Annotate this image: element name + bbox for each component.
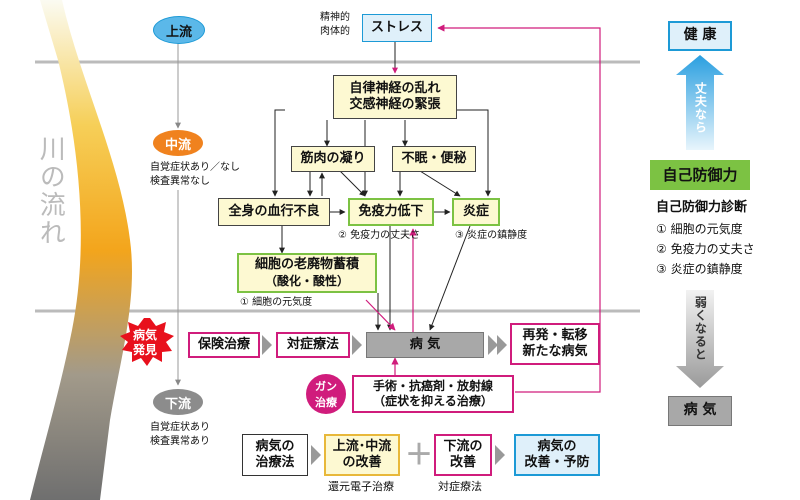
diagnosis-title: 自己防御力診断 xyxy=(656,200,748,215)
illness-box: 病 気 xyxy=(668,396,732,426)
downstream-line-2: 改善 xyxy=(449,455,476,470)
method-line-2: 治療法 xyxy=(255,455,295,470)
surgery-line-1: 手術・抗癌剤・放射線 xyxy=(372,379,493,393)
autonomic-line-2: 交感神経の緊張 xyxy=(349,97,441,112)
weak-label: 弱くなると xyxy=(693,296,708,361)
lower-stream-label: 下流 xyxy=(153,389,203,415)
disease-box: 病 気 xyxy=(366,332,484,358)
upstream-line-1: 上流･中流 xyxy=(332,438,392,454)
note-cell: ① 細胞の元気度 xyxy=(240,297,313,308)
cancer-line-1: ガン xyxy=(315,380,337,393)
autonomic-box: 自律神経の乱れ 交感神経の緊張 xyxy=(333,75,457,119)
waste-box: 細胞の老廃物蓄積 （酸化・酸性） xyxy=(237,253,377,293)
upstream-box: 上流･中流 の改善 xyxy=(324,434,400,476)
waste-line-1: 細胞の老廃物蓄積 xyxy=(254,257,359,273)
stress-prefix-1: 精神的 xyxy=(320,12,350,23)
surgery-line-2: （症状を抑える治療） xyxy=(373,394,493,408)
autonomic-line-1: 自律神経の乱れ xyxy=(349,80,441,96)
middle-note-1: 自覚症状あり／なし xyxy=(150,162,240,173)
diagnosis-item-1: ① 細胞の元気度 xyxy=(656,222,743,236)
upper-stream-label: 上流 xyxy=(153,16,205,44)
result-line-2: 改善・予防 xyxy=(524,455,590,470)
up-arrow-icon xyxy=(676,55,724,150)
note-inflammation: ③ 炎症の鎮静度 xyxy=(455,230,528,241)
relapse-line-1: 再発・転移 xyxy=(522,327,588,343)
badge-line-1: 病気 xyxy=(133,328,158,342)
down-arrow-icon xyxy=(676,290,724,388)
health-box: 健 康 xyxy=(668,21,732,51)
flow-chevrons xyxy=(262,335,507,465)
lower-note-1: 自覚症状あり xyxy=(150,422,210,433)
middle-stream-label: 中流 xyxy=(153,130,203,156)
result-box: 病気の 改善・予防 xyxy=(514,434,600,476)
waste-line-2: （酸化・酸性） xyxy=(264,273,349,288)
upstream-note: 還元電子治療 xyxy=(328,480,394,493)
plus-icon: ＋ xyxy=(405,438,434,471)
downstream-line-1: 下流の xyxy=(443,438,483,454)
stress-prefix-2: 肉体的 xyxy=(320,26,350,37)
badge-line-2: 発見 xyxy=(133,343,158,357)
result-line-1: 病気の xyxy=(537,438,577,454)
stress-box: ストレス xyxy=(362,14,432,42)
river-band xyxy=(30,0,132,500)
muscle-box: 筋肉の凝り xyxy=(291,146,375,172)
middle-note-2: 検査異常なし xyxy=(150,176,210,187)
strong-label: 丈夫なら xyxy=(693,82,708,134)
blood-box: 全身の血行不良 xyxy=(218,198,330,226)
downstream-box: 下流の 改善 xyxy=(434,434,492,476)
inflammation-box: 炎症 xyxy=(452,198,500,226)
defense-box: 自己防御力 xyxy=(650,160,750,190)
method-line-1: 病気の xyxy=(255,438,295,454)
symptomatic-box: 対症療法 xyxy=(276,332,350,358)
lower-note-2: 検査異常あり xyxy=(150,436,210,447)
relapse-box: 再発・転移 新たな病気 xyxy=(510,323,600,365)
relapse-line-2: 新たな病気 xyxy=(522,344,588,359)
immunity-box: 免疫力低下 xyxy=(348,198,434,226)
upstream-line-2: の改善 xyxy=(342,455,382,470)
sleep-box: 不眠・便秘 xyxy=(392,146,476,172)
insurance-box: 保険治療 xyxy=(188,332,260,358)
surgery-box: 手術・抗癌剤・放射線 （症状を抑える治療） xyxy=(352,375,514,413)
downstream-note: 対症療法 xyxy=(438,480,482,493)
method-box: 病気の 治療法 xyxy=(242,434,308,476)
cancer-line-2: 治療 xyxy=(315,396,337,409)
note-immunity: ② 免疫力の丈夫さ xyxy=(338,230,421,241)
alert-burst-icon xyxy=(120,318,174,366)
diagnosis-item-3: ③ 炎症の鎮静度 xyxy=(656,262,743,276)
diagnosis-item-2: ② 免疫力の丈夫さ xyxy=(656,242,755,256)
cancer-badge: ガン 治療 xyxy=(306,374,346,414)
river-title: 川の流れ xyxy=(35,135,66,247)
